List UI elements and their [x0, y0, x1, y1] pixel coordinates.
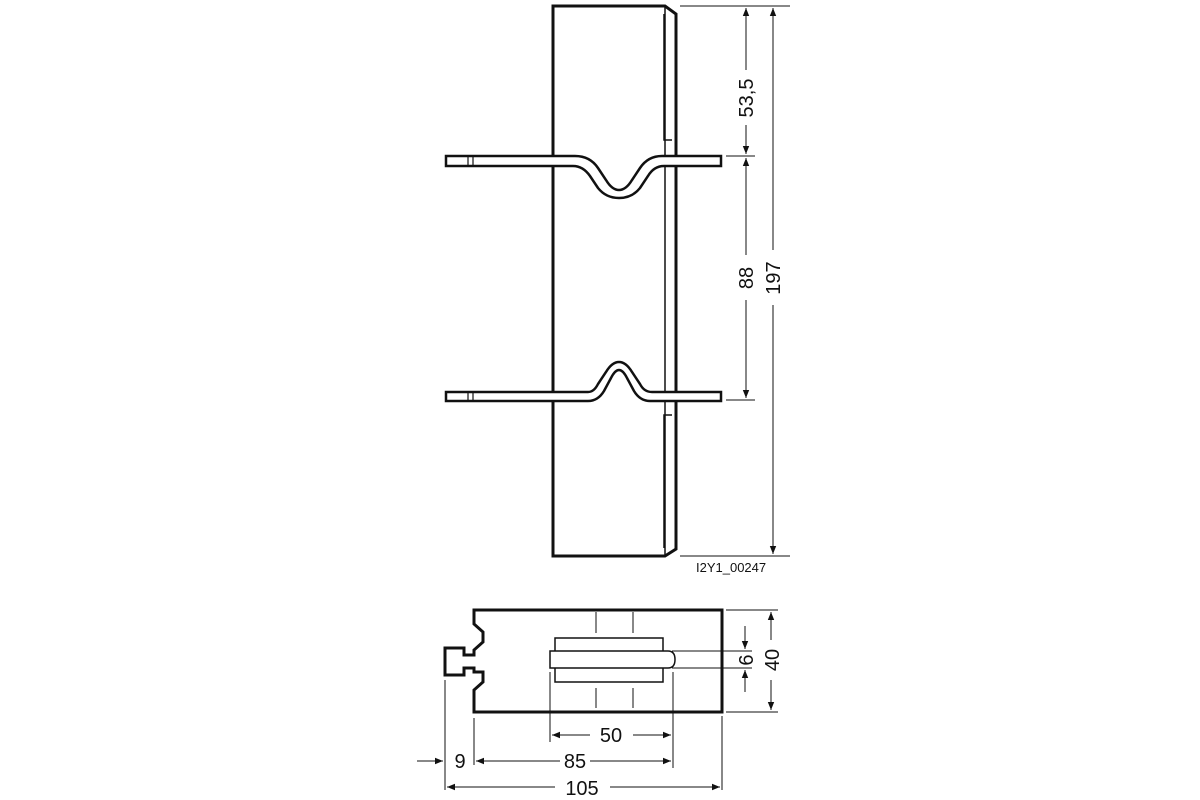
dim-overall-height: 197	[763, 261, 785, 294]
main-plate	[551, 4, 678, 558]
dim-slot-width: 6	[736, 654, 758, 665]
dim-bracket-spacing: 88	[736, 267, 758, 289]
dim-top-to-first-bracket: 53,5	[736, 79, 758, 118]
dim-slot-length: 50	[600, 725, 622, 747]
top-view	[417, 608, 778, 791]
front-view	[444, 4, 790, 558]
dim-depth: 40	[762, 649, 784, 671]
lower-bracket	[444, 360, 723, 403]
upper-bracket	[444, 154, 723, 200]
dim-inner-length: 85	[564, 751, 586, 773]
dim-tab-offset: 9	[454, 751, 465, 773]
dim-overall-length: 105	[565, 778, 598, 800]
reference-code: I2Y1_00247	[696, 560, 766, 575]
